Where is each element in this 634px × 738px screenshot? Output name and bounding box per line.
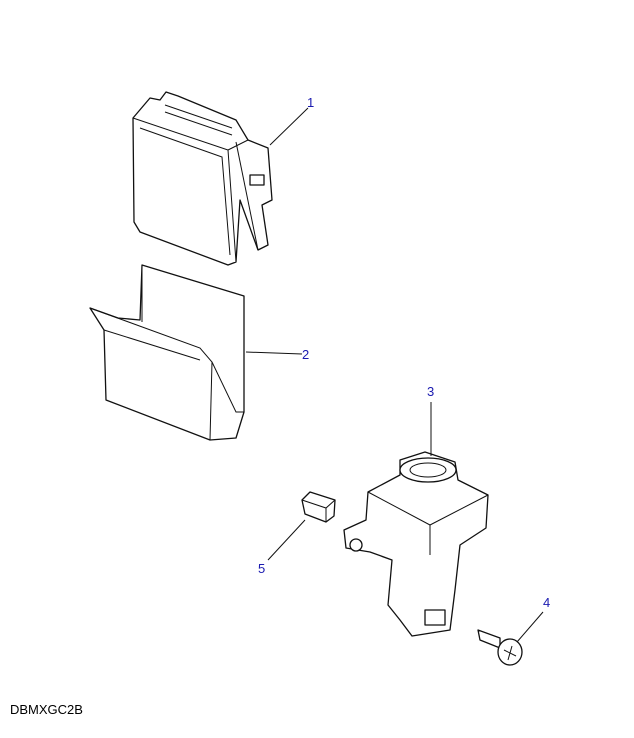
part-3-switch-housing[interactable] [343,451,489,637]
leader-line-5 [267,519,306,561]
part-4-screw[interactable] [477,629,523,666]
leader-line-4 [516,611,544,643]
part-2-bracket[interactable] [89,264,245,441]
part-5-clip[interactable] [301,491,336,523]
part-1-control-module[interactable] [132,91,273,266]
leader-line-1 [269,107,309,146]
callout-4[interactable]: 4 [543,595,551,610]
callout-5[interactable]: 5 [258,561,266,576]
drawing-code: DBMXGC2B [10,702,83,717]
callout-2[interactable]: 2 [302,347,310,362]
callout-3[interactable]: 3 [427,384,435,399]
callout-1[interactable]: 1 [307,95,315,110]
leader-line-2 [245,351,303,355]
